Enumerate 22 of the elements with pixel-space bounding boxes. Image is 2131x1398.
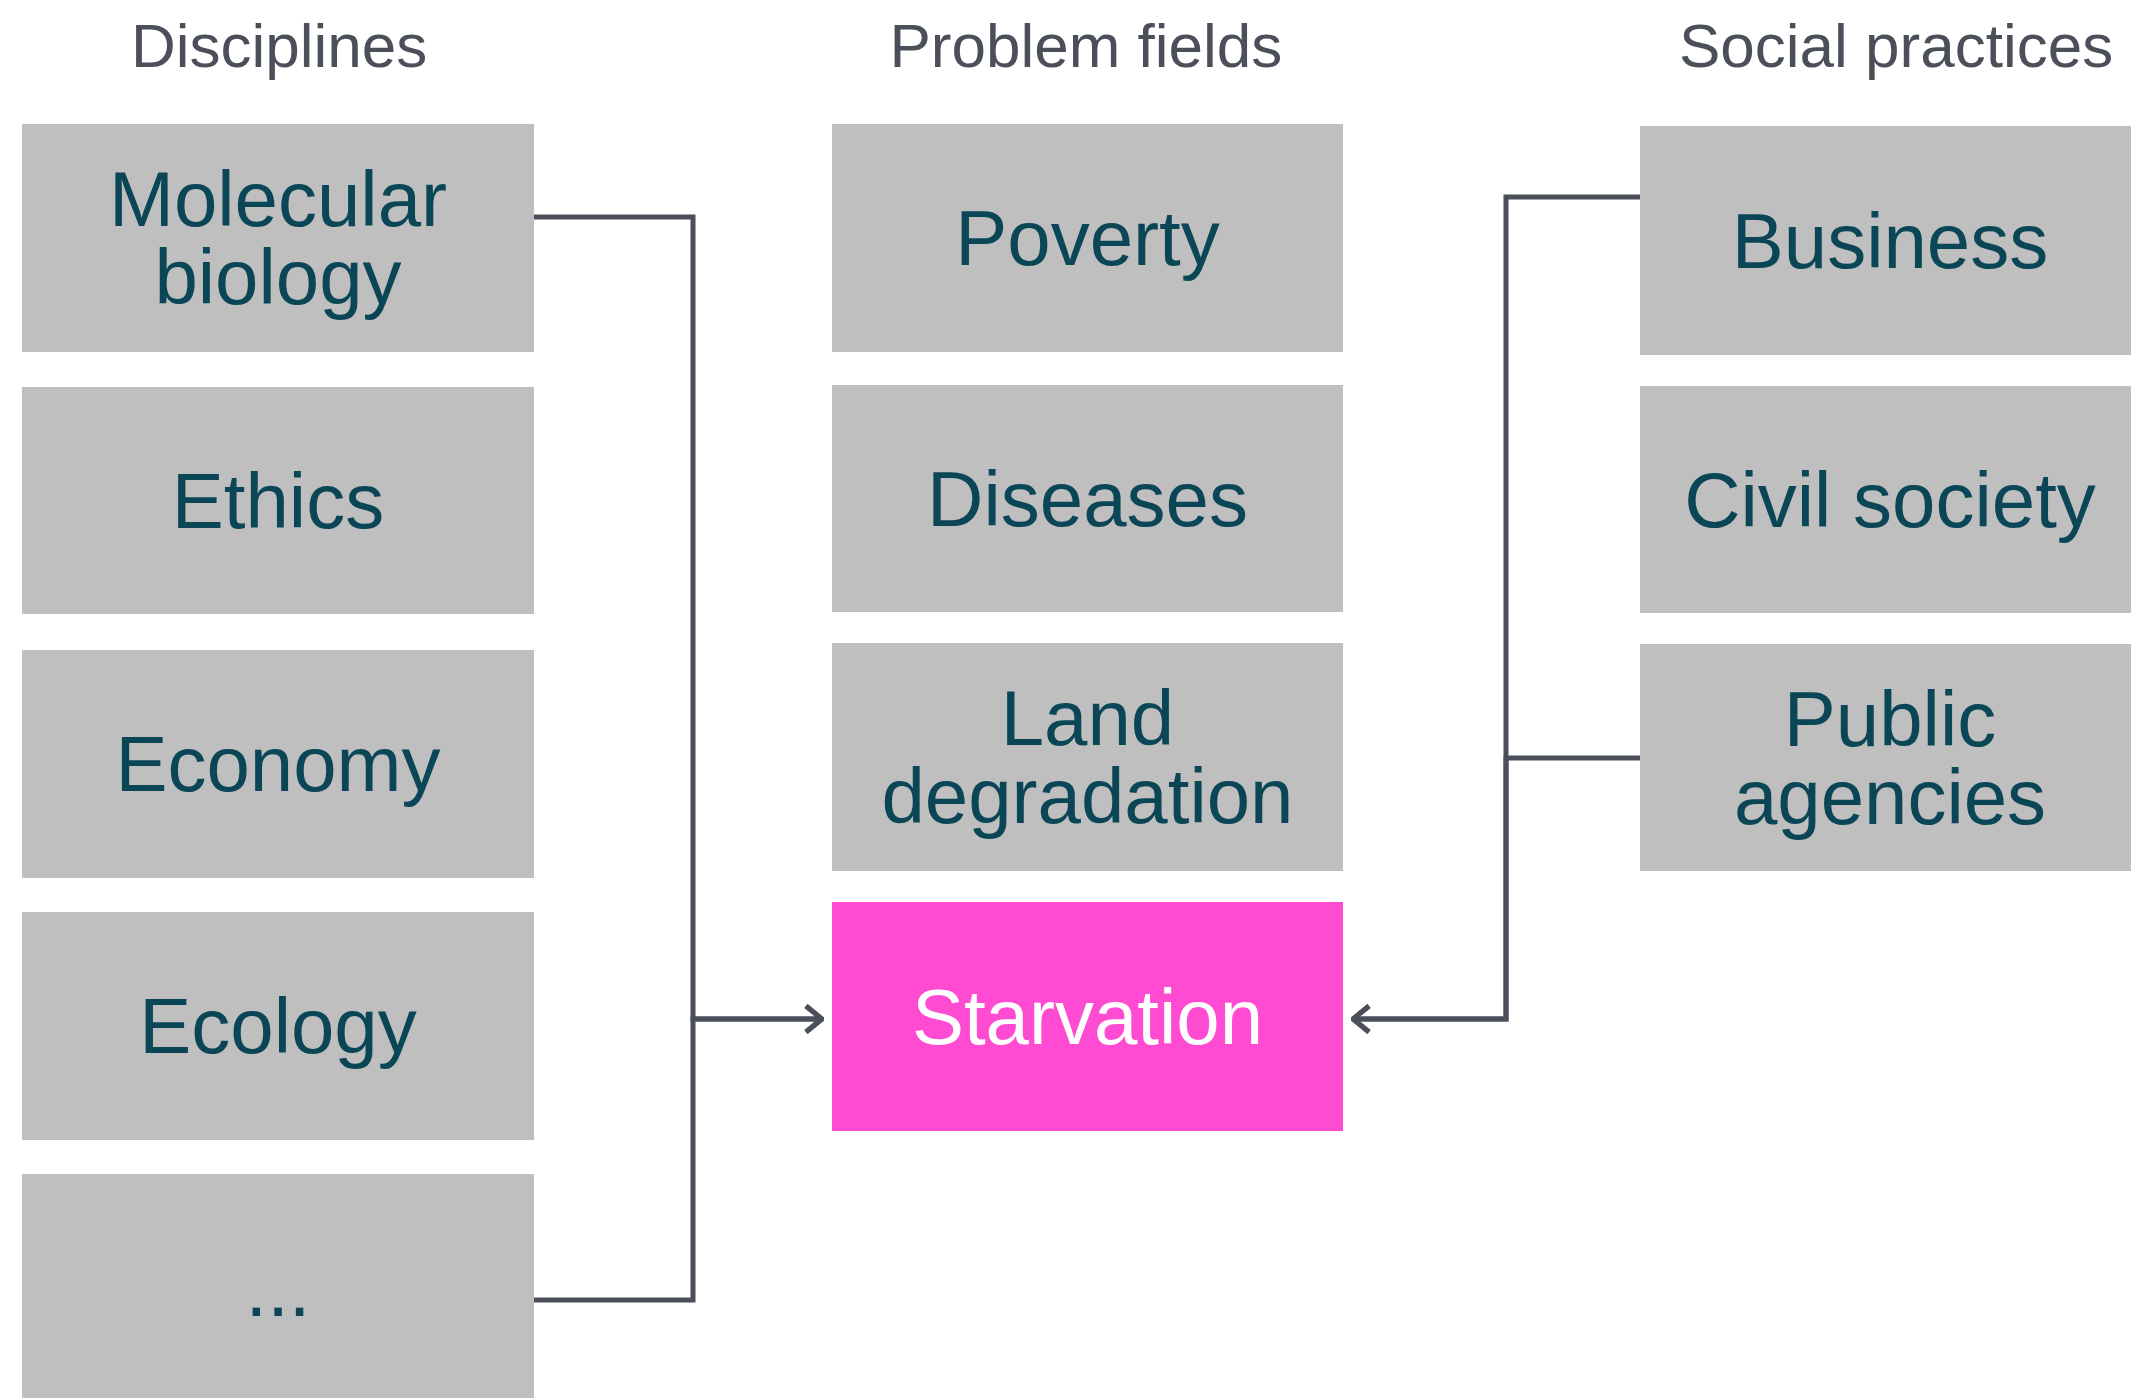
column-heading: Social practices <box>1679 10 2114 81</box>
column-heading: Problem fields <box>889 10 1283 81</box>
category-box <box>1640 126 2131 355</box>
box-label: ... <box>245 1250 311 1328</box>
category-box <box>22 387 534 614</box>
category-box <box>22 124 534 352</box>
connector-arrow <box>1350 755 1640 1035</box>
category-box <box>22 912 534 1140</box>
category-box <box>22 650 534 878</box>
category-box <box>1640 386 2131 613</box>
category-box <box>832 643 1343 871</box>
category-box <box>22 1174 534 1398</box>
box-label: Ethics <box>171 461 385 540</box>
category-box <box>832 385 1343 612</box>
highlighted-box <box>832 902 1343 1131</box>
box-label: Starvation <box>911 977 1264 1056</box>
box-label: Diseases <box>927 459 1248 538</box>
box-label: Business <box>1731 201 2049 280</box>
connector-arrow <box>534 1003 825 1303</box>
category-box <box>1640 644 2131 871</box>
column-heading: Disciplines <box>131 10 428 81</box>
category-box <box>832 124 1343 352</box>
